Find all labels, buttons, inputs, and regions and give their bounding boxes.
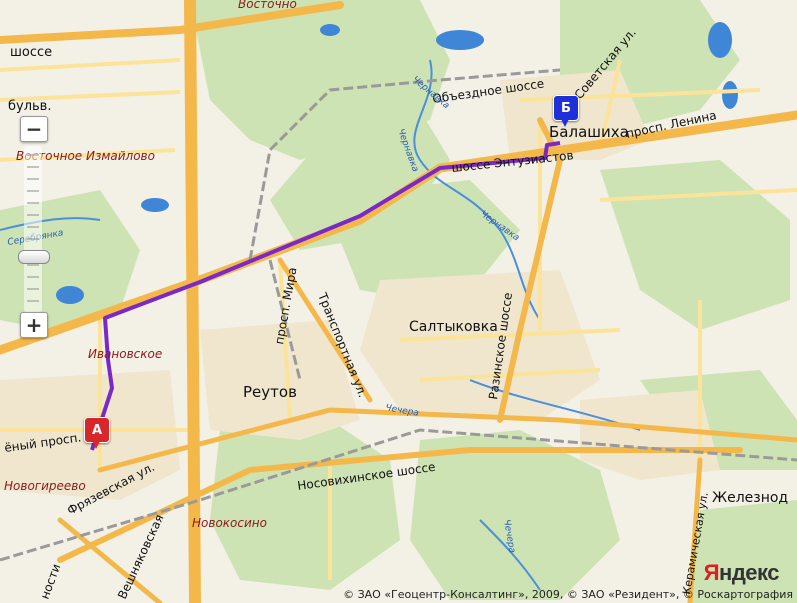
zoom-tick xyxy=(27,178,39,180)
label-novokosino: Новокосино xyxy=(192,516,267,530)
zoom-tick xyxy=(27,238,39,240)
zoom-tick xyxy=(27,214,39,216)
zoom-tick xyxy=(27,166,39,168)
label-ivanovskoe: Ивановское xyxy=(88,347,162,361)
zoom-tick xyxy=(27,300,39,302)
label-saltykovka: Салтыковка xyxy=(409,319,498,335)
zoom-tick xyxy=(27,154,39,156)
route-line xyxy=(90,141,561,451)
zoom-tick xyxy=(27,190,39,192)
yandex-logo[interactable]: Яндекс xyxy=(703,560,780,586)
zoom-tick xyxy=(27,264,39,266)
label-shosse: шоссе xyxy=(10,45,52,60)
label-reutov: Реутов xyxy=(243,383,297,401)
zoom-slider-track[interactable] xyxy=(24,146,42,312)
logo-rest: ндекс xyxy=(719,560,779,585)
marker-b-pin xyxy=(560,117,570,127)
label-balashikha: Балашиха xyxy=(549,123,629,141)
zoom-tick xyxy=(27,226,39,228)
label-vostochny: Восточно xyxy=(238,0,297,11)
railways xyxy=(0,68,797,562)
zoom-tick xyxy=(27,276,39,278)
label-vostochnoe-izmaylovo: Восточное Измайлово xyxy=(16,149,155,163)
zoom-tick xyxy=(27,202,39,204)
zoom-out-button[interactable]: − xyxy=(20,116,48,142)
logo-first-letter: Я xyxy=(703,560,720,585)
zoom-slider-thumb[interactable] xyxy=(18,250,50,264)
marker-a-pin xyxy=(91,439,101,449)
label-novogireevo: Новогиреево xyxy=(4,479,86,493)
label-zhelezno: Железнод xyxy=(712,490,788,506)
zoom-in-button[interactable]: + xyxy=(20,312,48,338)
copyright-text: © ЗАО «Геоцентр-Консалтинг», 2009, © ЗАО… xyxy=(343,588,793,601)
zoom-tick xyxy=(27,288,39,290)
label-bulv: бульв. xyxy=(8,99,51,114)
